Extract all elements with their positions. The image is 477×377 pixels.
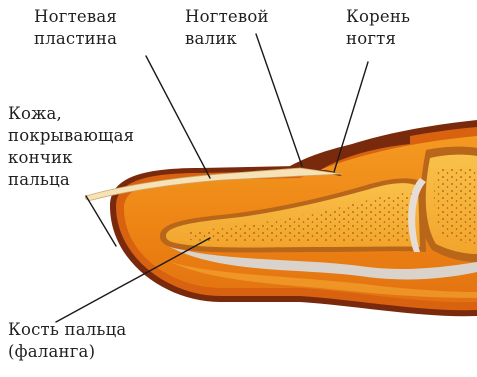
label-nail-fold: Ногтевой валик — [185, 6, 269, 50]
leader-nail-plate — [146, 56, 210, 178]
leader-nail-fold — [256, 34, 302, 166]
label-nail-plate: Ногтевая пластина — [34, 6, 117, 50]
label-nail-root: Корень ногтя — [346, 6, 410, 50]
label-bone: Кость пальца (фаланга) — [8, 319, 126, 363]
label-skin: Кожа, покрывающая кончик пальца — [8, 103, 134, 191]
